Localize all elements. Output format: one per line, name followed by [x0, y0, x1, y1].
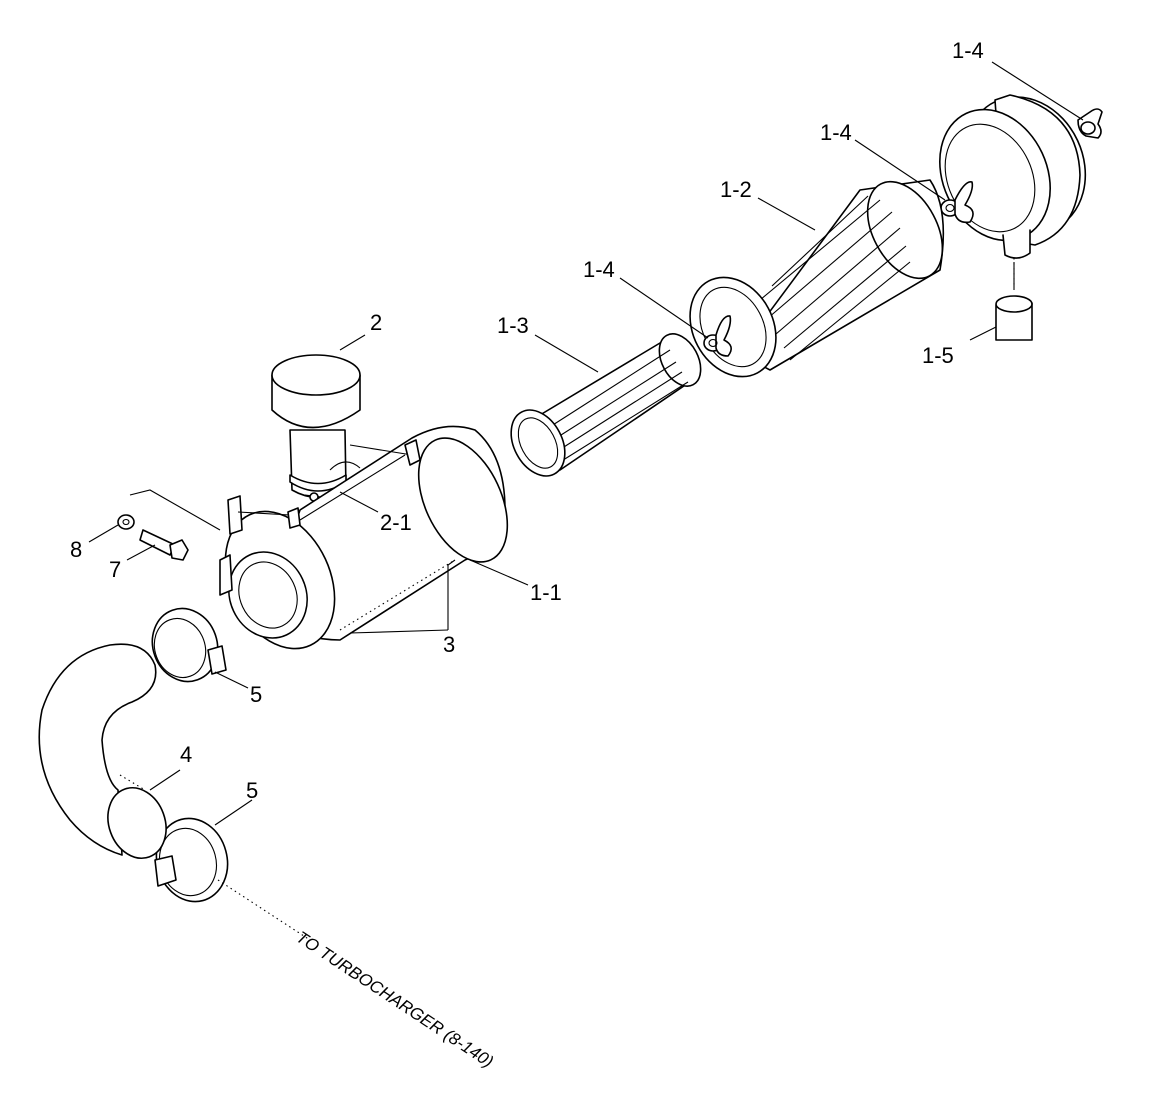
label-5-lower: 5	[246, 778, 258, 803]
wing-nut-top-icon	[1077, 108, 1103, 139]
label-2-1: 2-1	[380, 510, 412, 535]
wing-nut-cover-icon	[940, 181, 974, 224]
outer-filter-element	[689, 179, 945, 378]
label-1-2: 1-2	[720, 177, 752, 202]
leader-lines	[88, 61, 1084, 941]
label-2: 2	[370, 310, 382, 335]
inner-filter-element	[510, 333, 702, 477]
label-7: 7	[109, 557, 121, 582]
bolt-icon	[139, 529, 189, 561]
label-1-4-cover: 1-4	[820, 120, 852, 145]
label-1-1: 1-1	[530, 580, 562, 605]
elbow-hose	[38, 643, 167, 859]
wing-nut-filter-icon	[703, 315, 732, 357]
air-cleaner-housing	[219, 425, 509, 650]
label-1-5: 1-5	[922, 343, 954, 368]
label-8: 8	[70, 537, 82, 562]
label-5-upper: 5	[250, 682, 262, 707]
end-cover	[939, 94, 1087, 259]
hose-clamp-upper-icon	[151, 607, 227, 683]
vacuator-valve-icon	[995, 262, 1033, 341]
washer-icon	[117, 514, 135, 530]
hose-clamp-lower-icon	[154, 817, 229, 903]
label-3: 3	[443, 632, 455, 657]
label-1-4-top: 1-4	[952, 38, 984, 63]
label-1-3: 1-3	[497, 313, 529, 338]
label-1-4-filter: 1-4	[583, 257, 615, 282]
turbocharger-note: TO TURBOCHARGER (8-140)	[293, 927, 497, 1071]
label-4: 4	[180, 742, 192, 767]
